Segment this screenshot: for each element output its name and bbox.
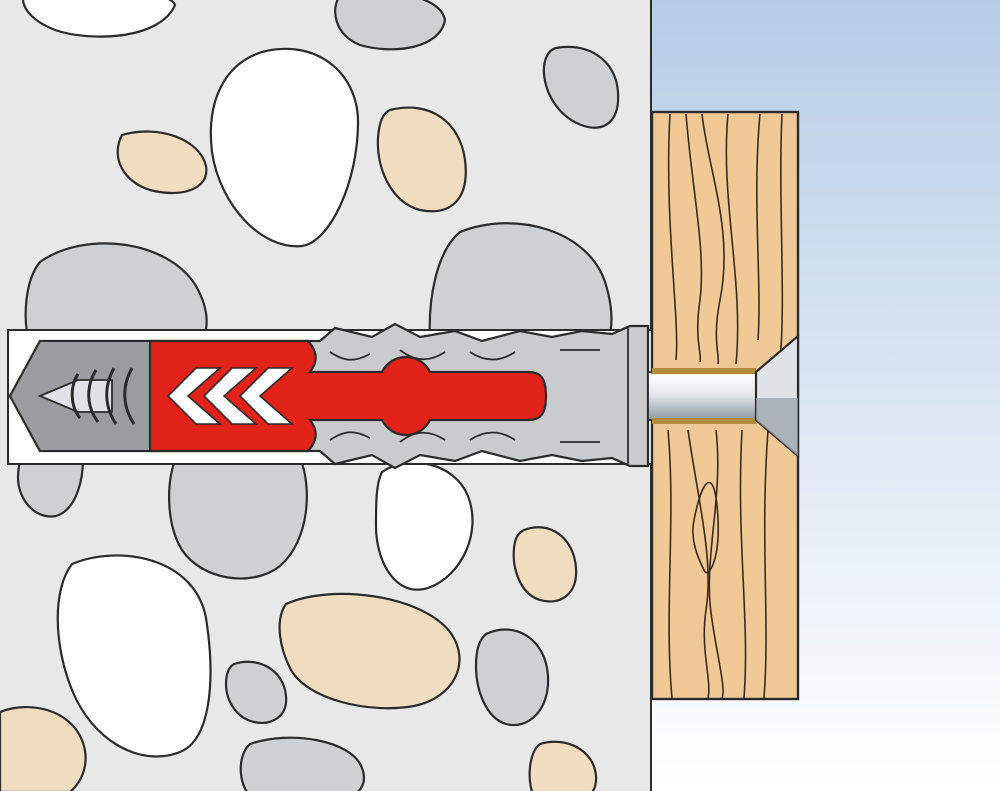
screw-thread [123,367,136,425]
screw-thread [105,367,118,425]
screw-thread [87,369,100,423]
stone [334,0,447,51]
stone [56,554,212,758]
stone [0,705,87,791]
screw-head-shade [756,398,798,456]
wood-grain [755,113,761,341]
wood-grain [725,113,739,365]
screw-brass-band [652,418,756,424]
wood-grain [701,113,725,365]
stone [428,222,613,342]
stone [22,0,177,38]
stone [224,660,288,724]
stone [168,456,308,580]
wood-grain [763,429,769,699]
stone [209,47,360,248]
stone [24,242,208,347]
stone [374,461,474,591]
plug-rib [560,349,600,443]
stone [376,106,467,213]
countersunk-screw-icon [37,333,800,459]
plug-chevron-icon [202,367,259,425]
wood-grain [667,113,678,361]
plug-chevron-icon [238,367,295,425]
stone [116,130,208,194]
stone [278,592,461,710]
stone [512,526,578,603]
wood-grain [779,113,784,361]
plug-chevron-icon [166,367,223,425]
screw-tip [37,379,113,413]
screw-thread [70,373,82,419]
wood-grain [685,113,703,363]
wood-grain [667,429,673,699]
stone [239,736,366,791]
stone [474,628,550,727]
stone [542,45,620,129]
stone [528,740,598,791]
wood-grain [687,429,710,699]
wood-grain-knot [692,482,719,574]
screw-shank [647,371,757,421]
wood-grain [739,429,747,699]
plug-slot [329,349,516,361]
screw-brass-band [652,368,756,374]
plug-slot [329,431,516,443]
wall-plug-icon [8,322,650,470]
wood-grain [708,429,724,699]
